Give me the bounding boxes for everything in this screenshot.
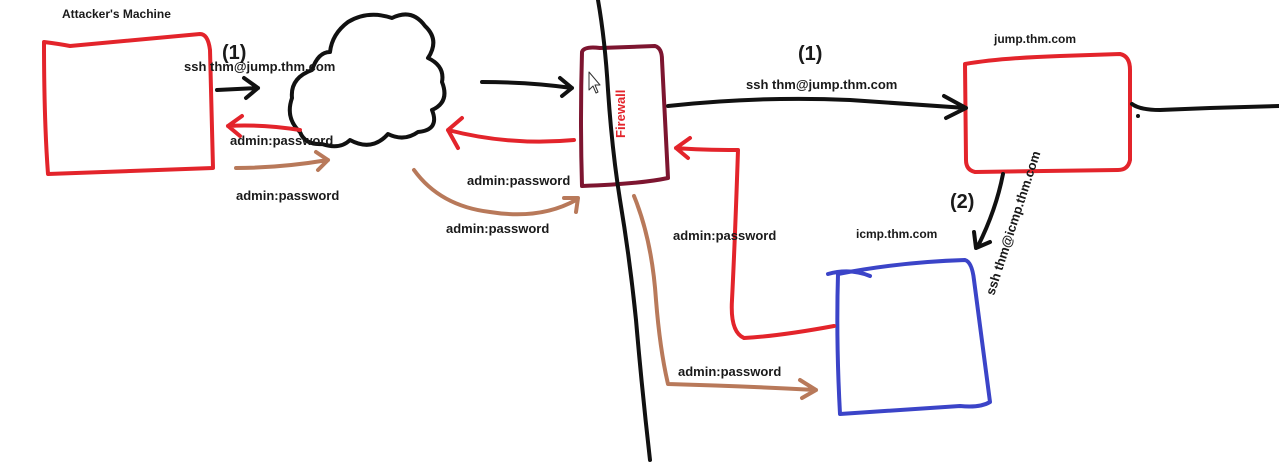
firewall-box: [579, 44, 670, 188]
step-1-left-marker: (1): [222, 42, 246, 64]
ssh-jump-right-label: ssh thm@jump.thm.com: [746, 77, 897, 92]
request-arrow-firewall-to-jump: [666, 94, 968, 120]
ssh-jump-left-label: ssh thm@jump.thm.com: [184, 59, 335, 74]
internet-cloud: [287, 12, 447, 149]
cred-tan-left-label: admin:password: [236, 188, 339, 203]
icmp-host-label: icmp.thm.com: [856, 227, 937, 241]
request-arrow-jump-to-icmp: [972, 172, 1005, 250]
response-arrow-firewall-to-cloud: [446, 116, 576, 150]
response-arrow-icmp-to-firewall: [674, 136, 836, 340]
response-arrow-cloud-to-attacker: [226, 114, 302, 138]
tan-arrow-cloud-to-firewall: [412, 168, 580, 217]
icmp-host-box: [826, 258, 992, 416]
jump-host-outbound-dot: [1136, 114, 1140, 118]
tan-arrow-firewall-to-icmp: [632, 194, 818, 400]
step-2-marker: (2): [950, 191, 974, 213]
attacker-machine-box: [42, 32, 215, 176]
cred-tan-bottom-label: admin:password: [678, 364, 781, 379]
cred-tan-mid-upper-label: admin:password: [467, 173, 570, 188]
firewall-label: Firewall: [613, 90, 628, 138]
response-arrow-tan-to-attacker: [234, 150, 330, 172]
request-arrow-attacker-to-cloud: [215, 76, 260, 100]
network-boundary-line: [596, 0, 652, 462]
cred-red-right-label: admin:password: [673, 228, 776, 243]
request-arrow-cloud-to-firewall: [480, 76, 574, 98]
mouse-cursor-icon: [588, 71, 601, 94]
cred-red-left-label: admin:password: [230, 133, 333, 148]
jump-host-label: jump.thm.com: [993, 32, 1076, 46]
attacker-machine-label: Attacker's Machine: [62, 7, 171, 21]
jump-host-outbound-line: [1130, 102, 1279, 112]
jump-host-box: [963, 52, 1132, 174]
cred-tan-mid-lower-label: admin:password: [446, 221, 549, 236]
step-1-right-marker: (1): [798, 43, 822, 65]
